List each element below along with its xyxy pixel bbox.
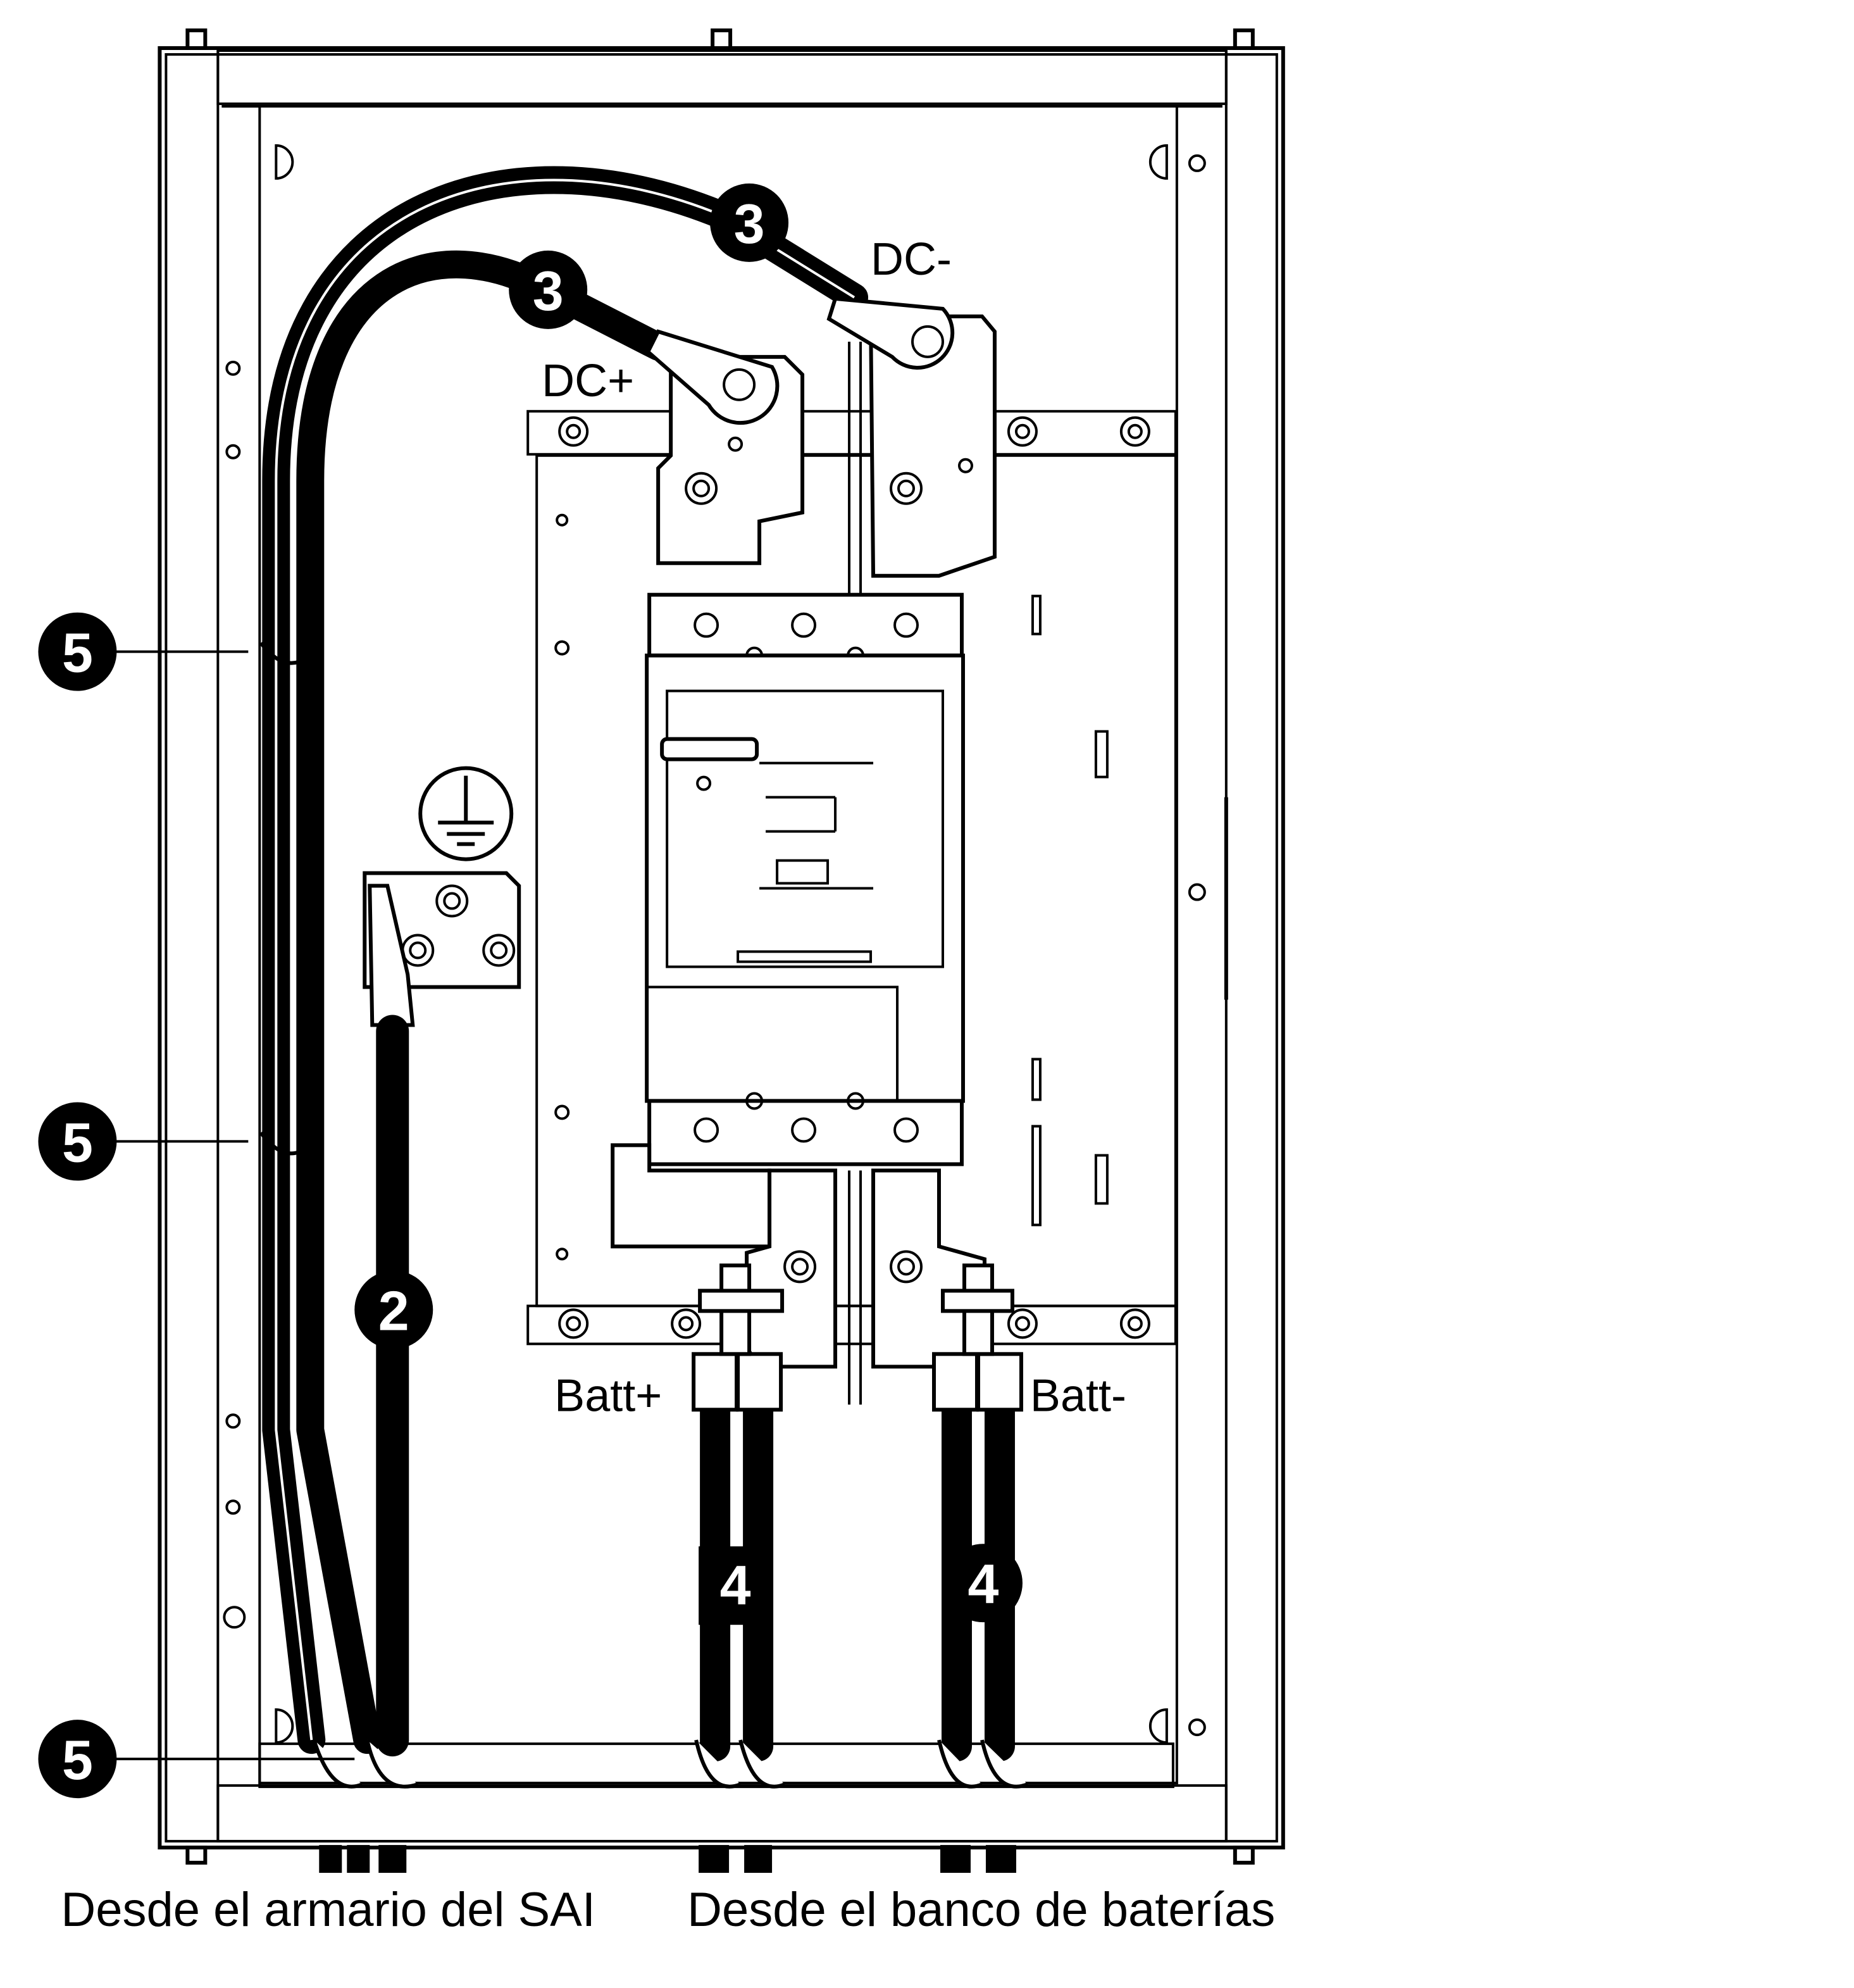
svg-text:3: 3 (533, 259, 564, 322)
cable-ties (258, 641, 1174, 1789)
svg-text:5: 5 (62, 1729, 93, 1791)
label-batt-minus: Batt- (1030, 1370, 1126, 1421)
callout-2: 2 (354, 1270, 433, 1349)
svg-text:2: 2 (378, 1279, 409, 1342)
svg-text:5: 5 (62, 1111, 93, 1173)
callout-4-batt-minus: 4 (943, 1544, 1023, 1623)
ground-symbol-icon (418, 766, 514, 861)
label-dc-plus: DC+ (542, 356, 634, 406)
mounting-plate (526, 409, 1177, 1346)
svg-text:4: 4 (720, 1554, 751, 1616)
svg-text:3: 3 (734, 192, 765, 255)
lower-bus-bars (611, 1143, 986, 1405)
caption-from-battery-bank: Desde el banco de baterías (687, 1883, 1275, 1937)
svg-text:5: 5 (62, 622, 93, 684)
label-batt-plus: Batt+ (554, 1370, 662, 1421)
callout-5-bottom: 5 (38, 1720, 117, 1799)
ground-bar (363, 871, 521, 1027)
svg-text:4: 4 (968, 1553, 999, 1615)
callout-3-dc-minus: 3 (710, 183, 789, 262)
callout-3-dc-plus: 3 (509, 250, 588, 329)
cable-lugs (645, 296, 1023, 1412)
circuit-breaker (645, 592, 965, 1166)
callout-5-middle: 5 (38, 1102, 117, 1181)
leader-lines (111, 650, 355, 1761)
caption-from-ups-cabinet: Desde el armario del SAI (61, 1883, 595, 1937)
callout-5-top: 5 (38, 612, 117, 691)
callout-4-batt-plus: 4 (699, 1546, 773, 1625)
label-dc-minus: DC- (871, 234, 952, 285)
cables (262, 166, 1016, 1873)
